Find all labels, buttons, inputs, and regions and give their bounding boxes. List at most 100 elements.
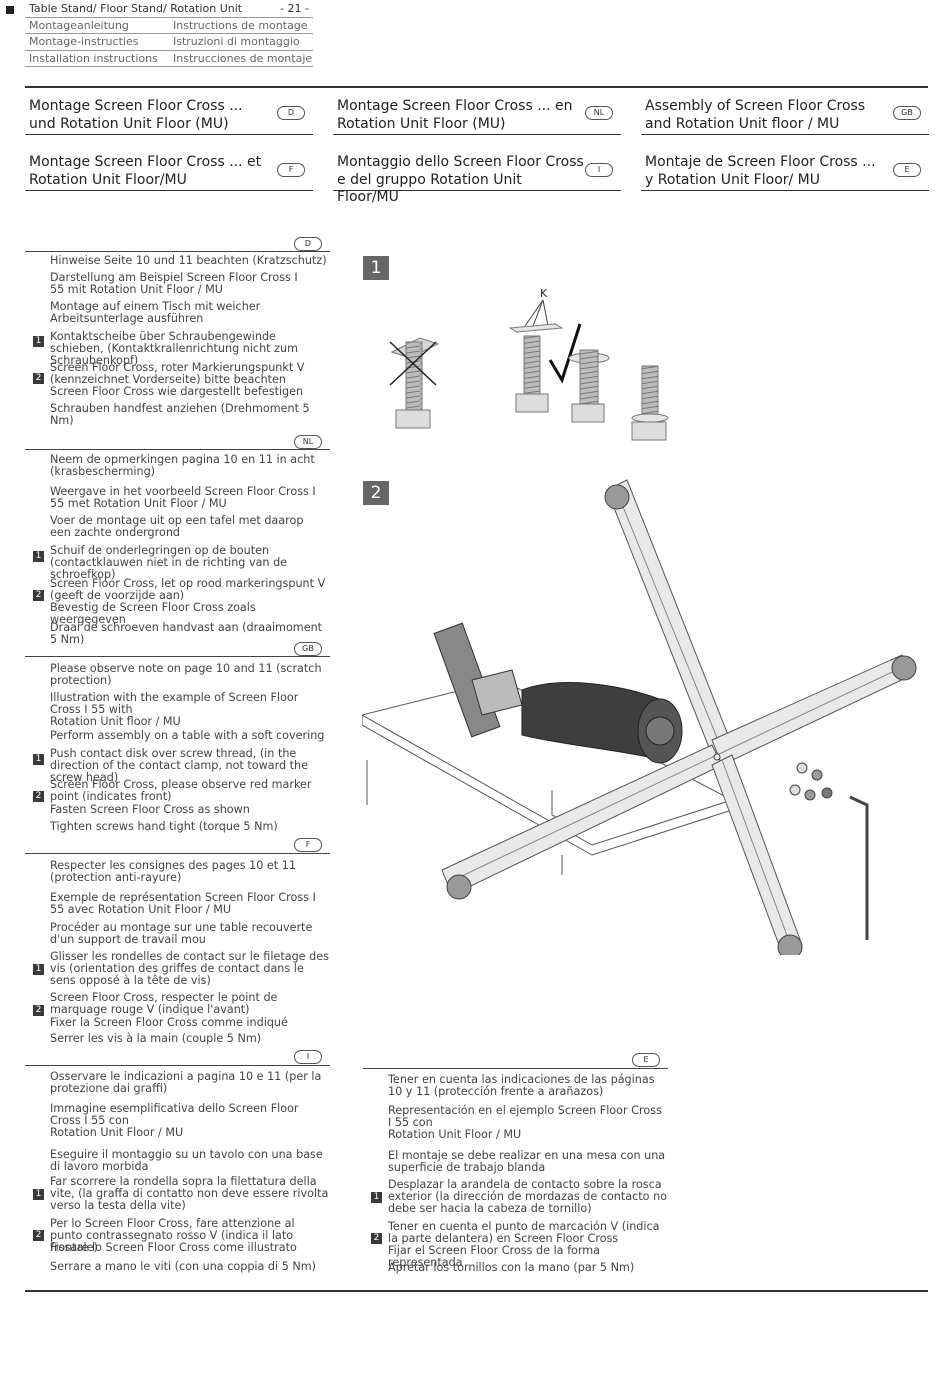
instruction-item: Serrare a mano le viti (con una coppia d… (50, 1260, 317, 1273)
instruction-item: Respecter les consignes des pages 10 et … (50, 859, 296, 884)
title-box-e: Montaje de Screen Floor Cross ... y Rota… (641, 150, 929, 191)
instruction-item: Representación en el ejemplo Screen Floo… (388, 1104, 662, 1129)
step-number: 2 (33, 373, 44, 384)
language-badge: NL (585, 106, 613, 120)
title-box-i: Montaggio dello Screen Floor Cross e del… (333, 150, 621, 205)
header-row: Table Stand/ Floor Stand/ Rotation Unit … (25, 1, 313, 18)
instruction-item: Fijar el Screen Floor Cross de la forma … (388, 1244, 601, 1269)
instruction-item: Please observe note on page 10 and 11 (s… (50, 662, 322, 687)
section-title: Montaje de Screen Floor Cross ... y Rota… (645, 154, 876, 188)
instruction-item: Perform assembly on a table with a soft … (50, 729, 325, 742)
instruction-item: Kontaktscheibe über Schraubengewinde sch… (50, 330, 298, 367)
step-number: 2 (33, 590, 44, 601)
instruction-item: Serrer les vis à la main (couple 5 Nm) (50, 1032, 262, 1045)
allen-key-icon (849, 795, 869, 940)
header-bullet (6, 6, 14, 14)
figure-step-1-badge: 1 (363, 256, 389, 280)
screw (641, 365, 659, 417)
step-number: 1 (371, 1192, 382, 1203)
instruction-item: Fixer la Screen Floor Cross comme indiqu… (50, 1016, 288, 1029)
instruction-item: El montaje se debe realizar en una mesa … (388, 1149, 666, 1174)
language-badge: D (277, 106, 305, 120)
instruction-item: Neem de opmerkingen pagina 10 en 11 in a… (50, 453, 315, 478)
section-title: Montage Screen Floor Cross ... und Rotat… (29, 98, 243, 132)
language-badge: GB (893, 106, 921, 120)
instruction-item: Weergave in het voorbeeld Screen Floor C… (50, 485, 316, 510)
instruction-item: Schuif de onderlegringen op de bouten (c… (50, 544, 288, 581)
language-badge: I (294, 1050, 322, 1064)
step-number: 1 (33, 964, 44, 975)
document-title: Table Stand/ Floor Stand/ Rotation Unit (29, 2, 243, 15)
instruction-item: Apretar los tornillos con la mano (par 5… (388, 1261, 635, 1274)
section-rule (25, 1065, 330, 1066)
screw (579, 349, 599, 407)
instruction-item: Rotation Unit Floor / MU (388, 1128, 522, 1141)
instructions-i: I Osservare le indicazioni a pagina 10 e… (25, 1049, 330, 1279)
language-badge: D (294, 237, 322, 251)
title-box-f: Montage Screen Floor Cross ... et Rotati… (25, 150, 313, 191)
instruction-item: Draai de schroeven handvast aan (draaimo… (50, 621, 323, 646)
instruction-item: Screen Floor Cross, roter Markierungspun… (50, 361, 305, 386)
language-badge: GB (294, 642, 322, 656)
language-badge: E (893, 163, 921, 177)
instruction-item: Tener en cuenta las indicaciones de las … (388, 1073, 655, 1098)
k-label: K (540, 287, 548, 300)
language-badge: I (585, 163, 613, 177)
section-rule (25, 449, 330, 450)
instruction-item: Voer de montage uit op een tafel met daa… (50, 514, 304, 539)
step-number: 1 (33, 754, 44, 765)
header-cell: Instrucciones de montaje (173, 51, 313, 65)
title-box-nl: Montage Screen Floor Cross ... en Rotati… (333, 94, 621, 135)
instruction-item: Illustration with the example of Screen … (50, 691, 299, 716)
instruction-item: Tighten screws hand tight (torque 5 Nm) (50, 820, 278, 833)
header-cell: Installation instructions (29, 51, 158, 65)
step-number: 2 (371, 1233, 382, 1244)
rotation-unit (433, 622, 683, 764)
page-number: - 21 - (280, 2, 309, 15)
language-badge: E (632, 1053, 660, 1067)
instruction-item: Screen Floor Cross wie dargestellt befes… (50, 385, 304, 398)
contact-disk (508, 323, 564, 333)
instruction-item: Fissare lo Screen Floor Cross come illus… (50, 1241, 297, 1254)
instruction-item: Rotation Unit Floor / MU (50, 1126, 184, 1139)
step-number: 1 (33, 551, 44, 562)
instruction-item: Rotation Unit floor / MU (50, 715, 181, 728)
section-rule (25, 656, 330, 657)
bottom-rule (25, 1290, 928, 1292)
instructions-gb: GB Please observe note on page 10 and 11… (25, 641, 330, 841)
section-rule (25, 853, 330, 854)
instruction-item: Bevestig de Screen Floor Cross zoals wee… (50, 601, 256, 626)
instruction-item: Schrauben handfest anziehen (Drehmoment … (50, 402, 310, 427)
wrong-screw-icon (389, 337, 440, 429)
section-title: Montage Screen Floor Cross ... et Rotati… (29, 154, 262, 188)
instructions-e: E Tener en cuenta las indicaciones de la… (363, 1052, 668, 1282)
instruction-item: Screen Floor Cross, please observe red m… (50, 778, 312, 803)
language-badge: F (277, 163, 305, 177)
title-box-gb: Assembly of Screen Floor Cross and Rotat… (641, 94, 929, 135)
header-cell: Istruzioni di montaggio (173, 35, 300, 48)
screw (523, 335, 541, 399)
language-badge: NL (294, 435, 322, 449)
instruction-item: Montage auf einem Tisch mit weicher Arbe… (50, 300, 261, 325)
header-row: Montage-instructies Istruzioni di montag… (25, 34, 313, 51)
instruction-item: Fasten Screen Floor Cross as shown (50, 803, 250, 816)
instruction-item: Immagine esemplificativa dello Screen Fl… (50, 1102, 299, 1127)
instruction-item: Screen Floor Cross, respecter le point d… (50, 991, 278, 1016)
screw-illustration: K (389, 287, 669, 441)
section-rule (25, 251, 330, 252)
screw-parts (789, 762, 833, 801)
step-number: 2 (33, 1230, 44, 1241)
instruction-item: Glisser les rondelles de contact sur le … (50, 950, 329, 987)
check-mark-icon (548, 323, 582, 384)
instruction-item: Darstellung am Beispiel Screen Floor Cro… (50, 271, 298, 296)
instruction-item: Hinweise Seite 10 und 11 beachten (Kratz… (50, 254, 327, 267)
header-table: Table Stand/ Floor Stand/ Rotation Unit … (25, 1, 313, 67)
step-number: 1 (33, 1189, 44, 1200)
top-rule (25, 86, 928, 88)
instructions-nl: NL Neem de opmerkingen pagina 10 en 11 i… (25, 433, 330, 646)
instruction-item: Far scorrere la rondella sopra la filett… (50, 1175, 329, 1212)
instruction-item: Per lo Screen Floor Cross, fare attenzio… (50, 1217, 295, 1254)
header-cell: Montageanleitung (29, 18, 129, 32)
instruction-item: Eseguire il montaggio su un tavolo con u… (50, 1148, 323, 1173)
section-title: Montage Screen Floor Cross ... en Rotati… (337, 98, 573, 132)
